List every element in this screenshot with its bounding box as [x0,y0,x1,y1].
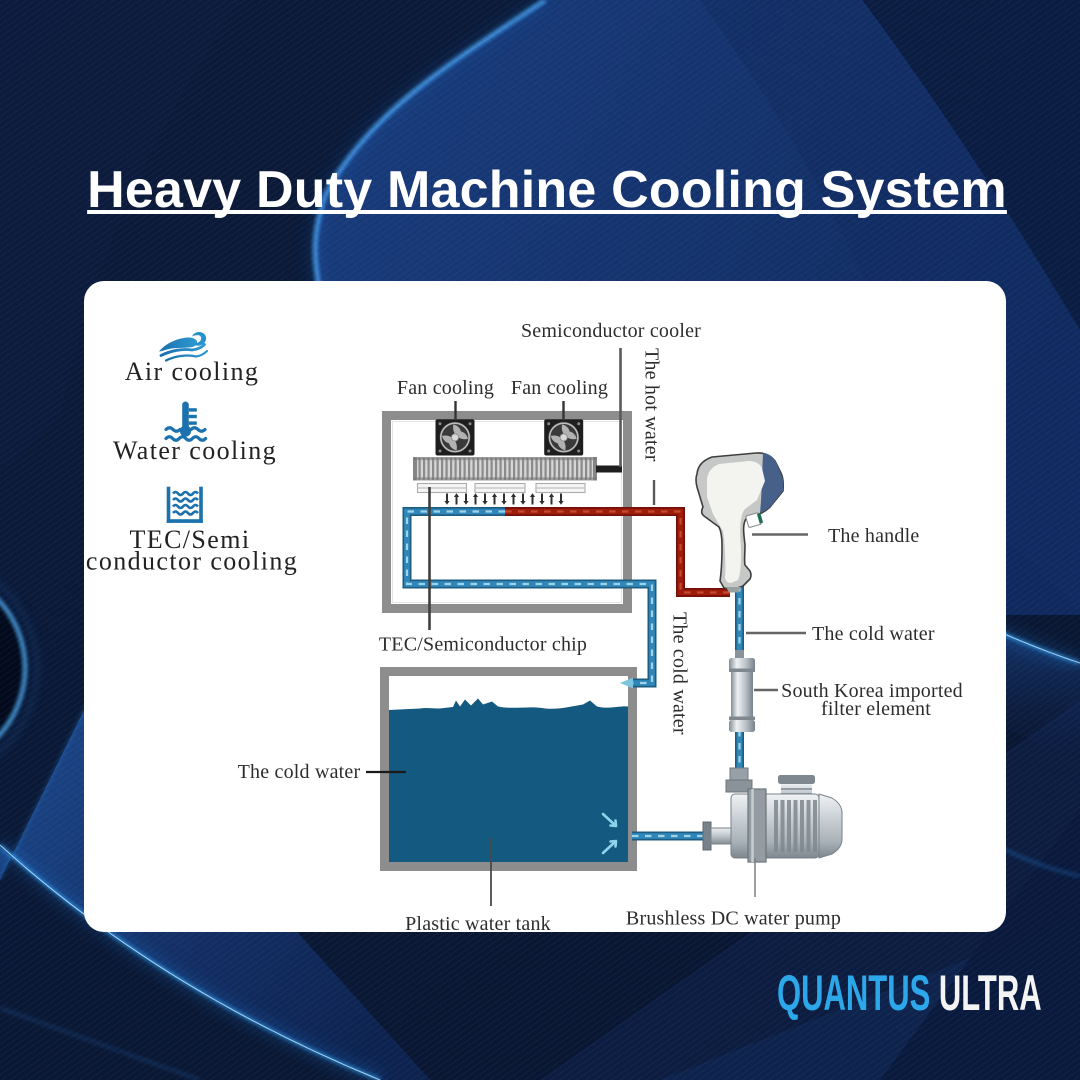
svg-text:Water cooling: Water cooling [113,436,277,465]
svg-text:The cold water: The cold water [812,623,935,645]
svg-text:Fan cooling: Fan cooling [397,377,494,399]
svg-text:TEC/Semiconductor chip: TEC/Semiconductor chip [379,634,587,656]
svg-text:conductor cooling: conductor cooling [86,547,298,576]
svg-text:Semiconductor cooler: Semiconductor cooler [521,320,701,342]
svg-text:South Korea imported: South Korea imported [781,680,963,702]
svg-text:TEC/Semi: TEC/Semi [130,525,251,554]
svg-text:The cold water: The cold water [238,761,361,783]
svg-text:Plastic water tank: Plastic water tank [405,913,551,932]
svg-text:Brushless DC water pump: Brushless DC water pump [626,908,841,930]
svg-text:The hot water: The hot water [641,348,663,462]
svg-text:Fan cooling: Fan cooling [511,377,608,399]
svg-text:The handle: The handle [828,525,919,547]
svg-text:filter element: filter element [821,698,931,720]
svg-text:Air cooling: Air cooling [125,357,260,386]
svg-text:The cold water: The cold water [669,612,691,735]
